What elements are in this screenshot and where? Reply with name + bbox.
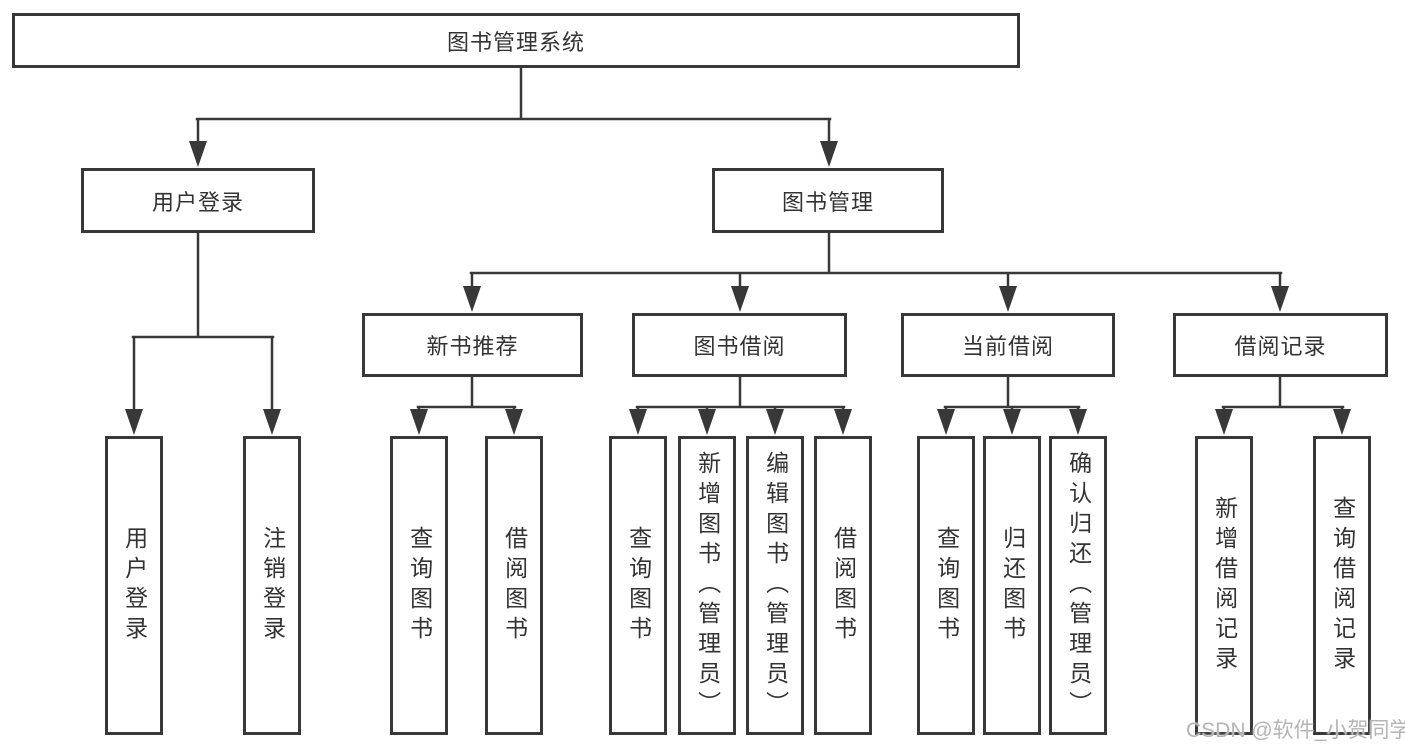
node-borrowing-records-label: 借阅记录 [1234,334,1327,359]
node-borrowing-records: 借阅记录 [1173,313,1388,377]
node-user-login: 用户登录 [81,168,315,233]
leaf-query-books-recommend-label: 查询图书 [406,525,433,646]
csdn-watermark: CSDN @软件_小贺同学 [1186,719,1405,742]
leaf-add-borrow-record: 新增借阅记录 [1195,436,1253,735]
node-current-borrowing: 当前借阅 [901,313,1115,377]
leaf-borrow-books-borrowing-label: 借阅图书 [830,525,857,646]
leaf-confirm-return-admin: 确认归还（管理员） [1049,436,1107,735]
leaf-query-books-borrowing-label: 查询图书 [625,525,652,646]
node-book-management: 图书管理 [712,168,944,233]
node-library-management-system-label: 图书管理系统 [446,29,585,55]
node-book-borrowing: 图书借阅 [632,313,847,377]
leaf-user-login: 用户登录 [105,436,163,735]
node-book-management-label: 图书管理 [781,189,874,215]
leaf-return-books-label: 归还图书 [999,525,1026,646]
leaf-return-books: 归还图书 [983,436,1041,735]
leaf-logout-login: 注销登录 [243,436,301,735]
leaf-user-login-label: 用户登录 [121,525,148,646]
leaf-query-books-borrowing: 查询图书 [609,436,667,735]
leaf-add-books-admin: 新增图书（管理员） [678,436,736,735]
leaf-add-borrow-record-label: 新增借阅记录 [1211,495,1238,676]
leaf-query-books-current: 查询图书 [917,436,975,735]
node-user-login-label: 用户登录 [151,189,244,215]
leaf-logout-login-label: 注销登录 [259,525,286,646]
leaf-edit-books-admin: 编辑图书（管理员） [746,436,804,735]
leaf-borrow-books-borrowing: 借阅图书 [814,436,872,735]
leaf-borrow-books-recommend: 借阅图书 [485,436,543,735]
leaf-query-books-current-label: 查询图书 [933,525,960,646]
node-library-management-system: 图书管理系统 [12,13,1020,68]
leaf-add-books-admin-label: 新增图书（管理员） [694,450,721,721]
node-new-book-recommendation: 新书推荐 [362,313,583,377]
leaf-query-books-recommend: 查询图书 [390,436,448,735]
leaf-borrow-books-recommend-label: 借阅图书 [501,525,528,646]
node-book-borrowing-label: 图书借阅 [693,334,786,359]
node-new-book-recommendation-label: 新书推荐 [426,334,519,359]
leaf-query-borrow-record: 查询借阅记录 [1313,436,1371,735]
leaf-confirm-return-admin-label: 确认归还（管理员） [1065,450,1092,721]
node-current-borrowing-label: 当前借阅 [961,334,1054,359]
leaf-query-borrow-record-label: 查询借阅记录 [1329,495,1356,676]
leaf-edit-books-admin-label: 编辑图书（管理员） [762,450,789,721]
